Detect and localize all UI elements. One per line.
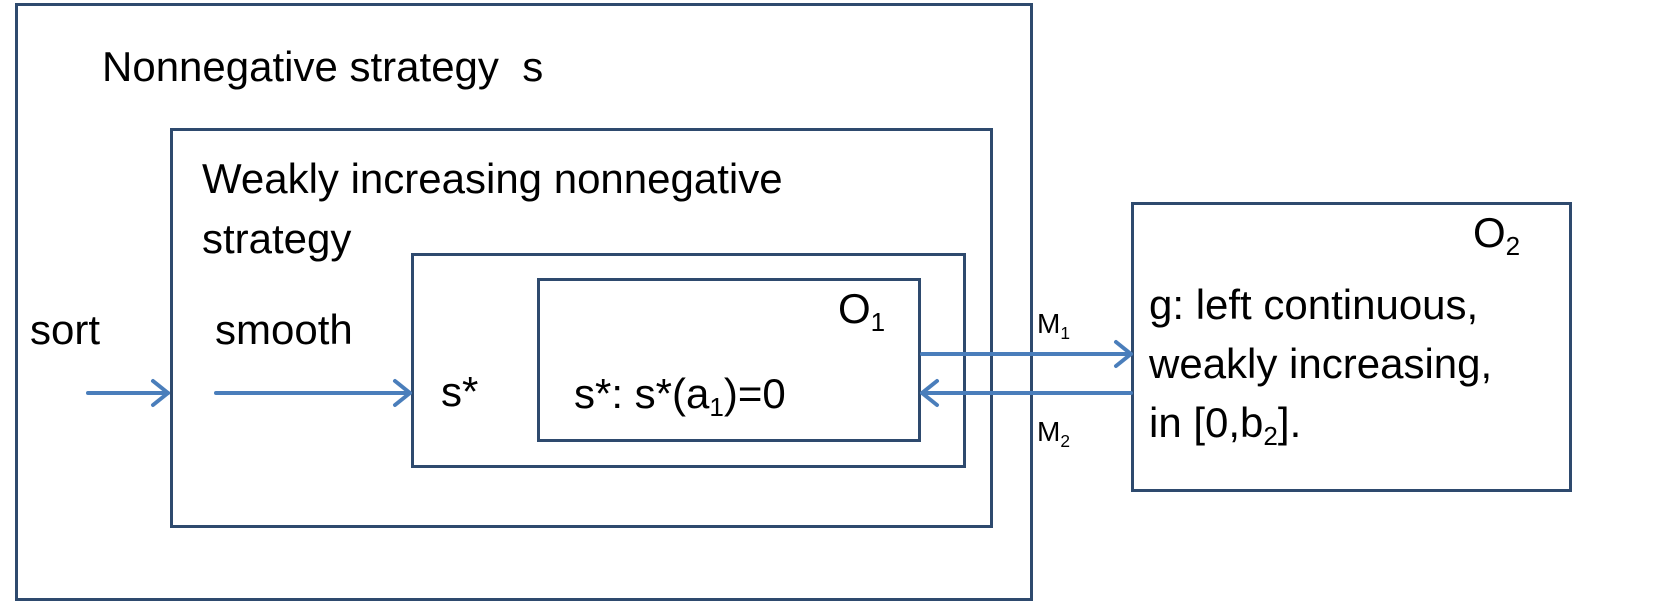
m1-label-subscript: 1 — [1060, 322, 1070, 343]
weakly-increasing-title-line1: Weakly increasing nonnegative — [202, 155, 783, 202]
o2-name-base: O — [1473, 209, 1506, 256]
nonnegative-strategy-title: Nonnegative strategy s — [102, 43, 544, 90]
o1-formula-pre: s*: s*(a — [574, 370, 710, 417]
o1-name-base: O — [838, 285, 871, 332]
s-star-box — [411, 253, 966, 468]
m1-label: M1 — [1037, 307, 1070, 341]
smooth-arrow — [214, 379, 412, 407]
sort-arrow — [86, 379, 170, 407]
o2-line3-subscript: 2 — [1263, 421, 1278, 452]
o1-formula-subscript: 1 — [709, 392, 724, 423]
m2-label: M2 — [1037, 415, 1070, 449]
o2-description-line2: weakly increasing, — [1149, 340, 1493, 387]
m1-arrow — [920, 340, 1133, 368]
o1-name-subscript: 1 — [870, 307, 886, 338]
o1-formula: s*: s*(a1)=0 — [574, 369, 786, 423]
o1-box — [537, 278, 921, 442]
o2-line3-post: ]. — [1277, 399, 1302, 446]
weakly-increasing-strategy-box — [170, 128, 993, 528]
o2-line3-pre: in [0,b — [1149, 399, 1264, 446]
o2-description-line3: in [0,b2]. — [1149, 398, 1302, 452]
sort-label: sort — [30, 306, 101, 353]
smooth-label: smooth — [215, 306, 353, 353]
s-star-label: s* — [441, 368, 479, 415]
o2-name-subscript: 2 — [1505, 231, 1521, 262]
o2-description-line1: g: left continuous, — [1149, 281, 1479, 328]
m1-label-base: M — [1037, 308, 1061, 339]
m2-arrow — [920, 379, 1133, 407]
o1-name: O1 — [838, 284, 886, 338]
m2-label-base: M — [1037, 416, 1061, 447]
o1-formula-post: )=0 — [723, 370, 786, 417]
m2-label-subscript: 2 — [1060, 430, 1070, 451]
o2-box — [1131, 202, 1572, 492]
o2-name: O2 — [1473, 208, 1521, 262]
weakly-increasing-title-line2: strategy — [202, 215, 352, 262]
nonnegative-strategy-box — [15, 3, 1033, 601]
